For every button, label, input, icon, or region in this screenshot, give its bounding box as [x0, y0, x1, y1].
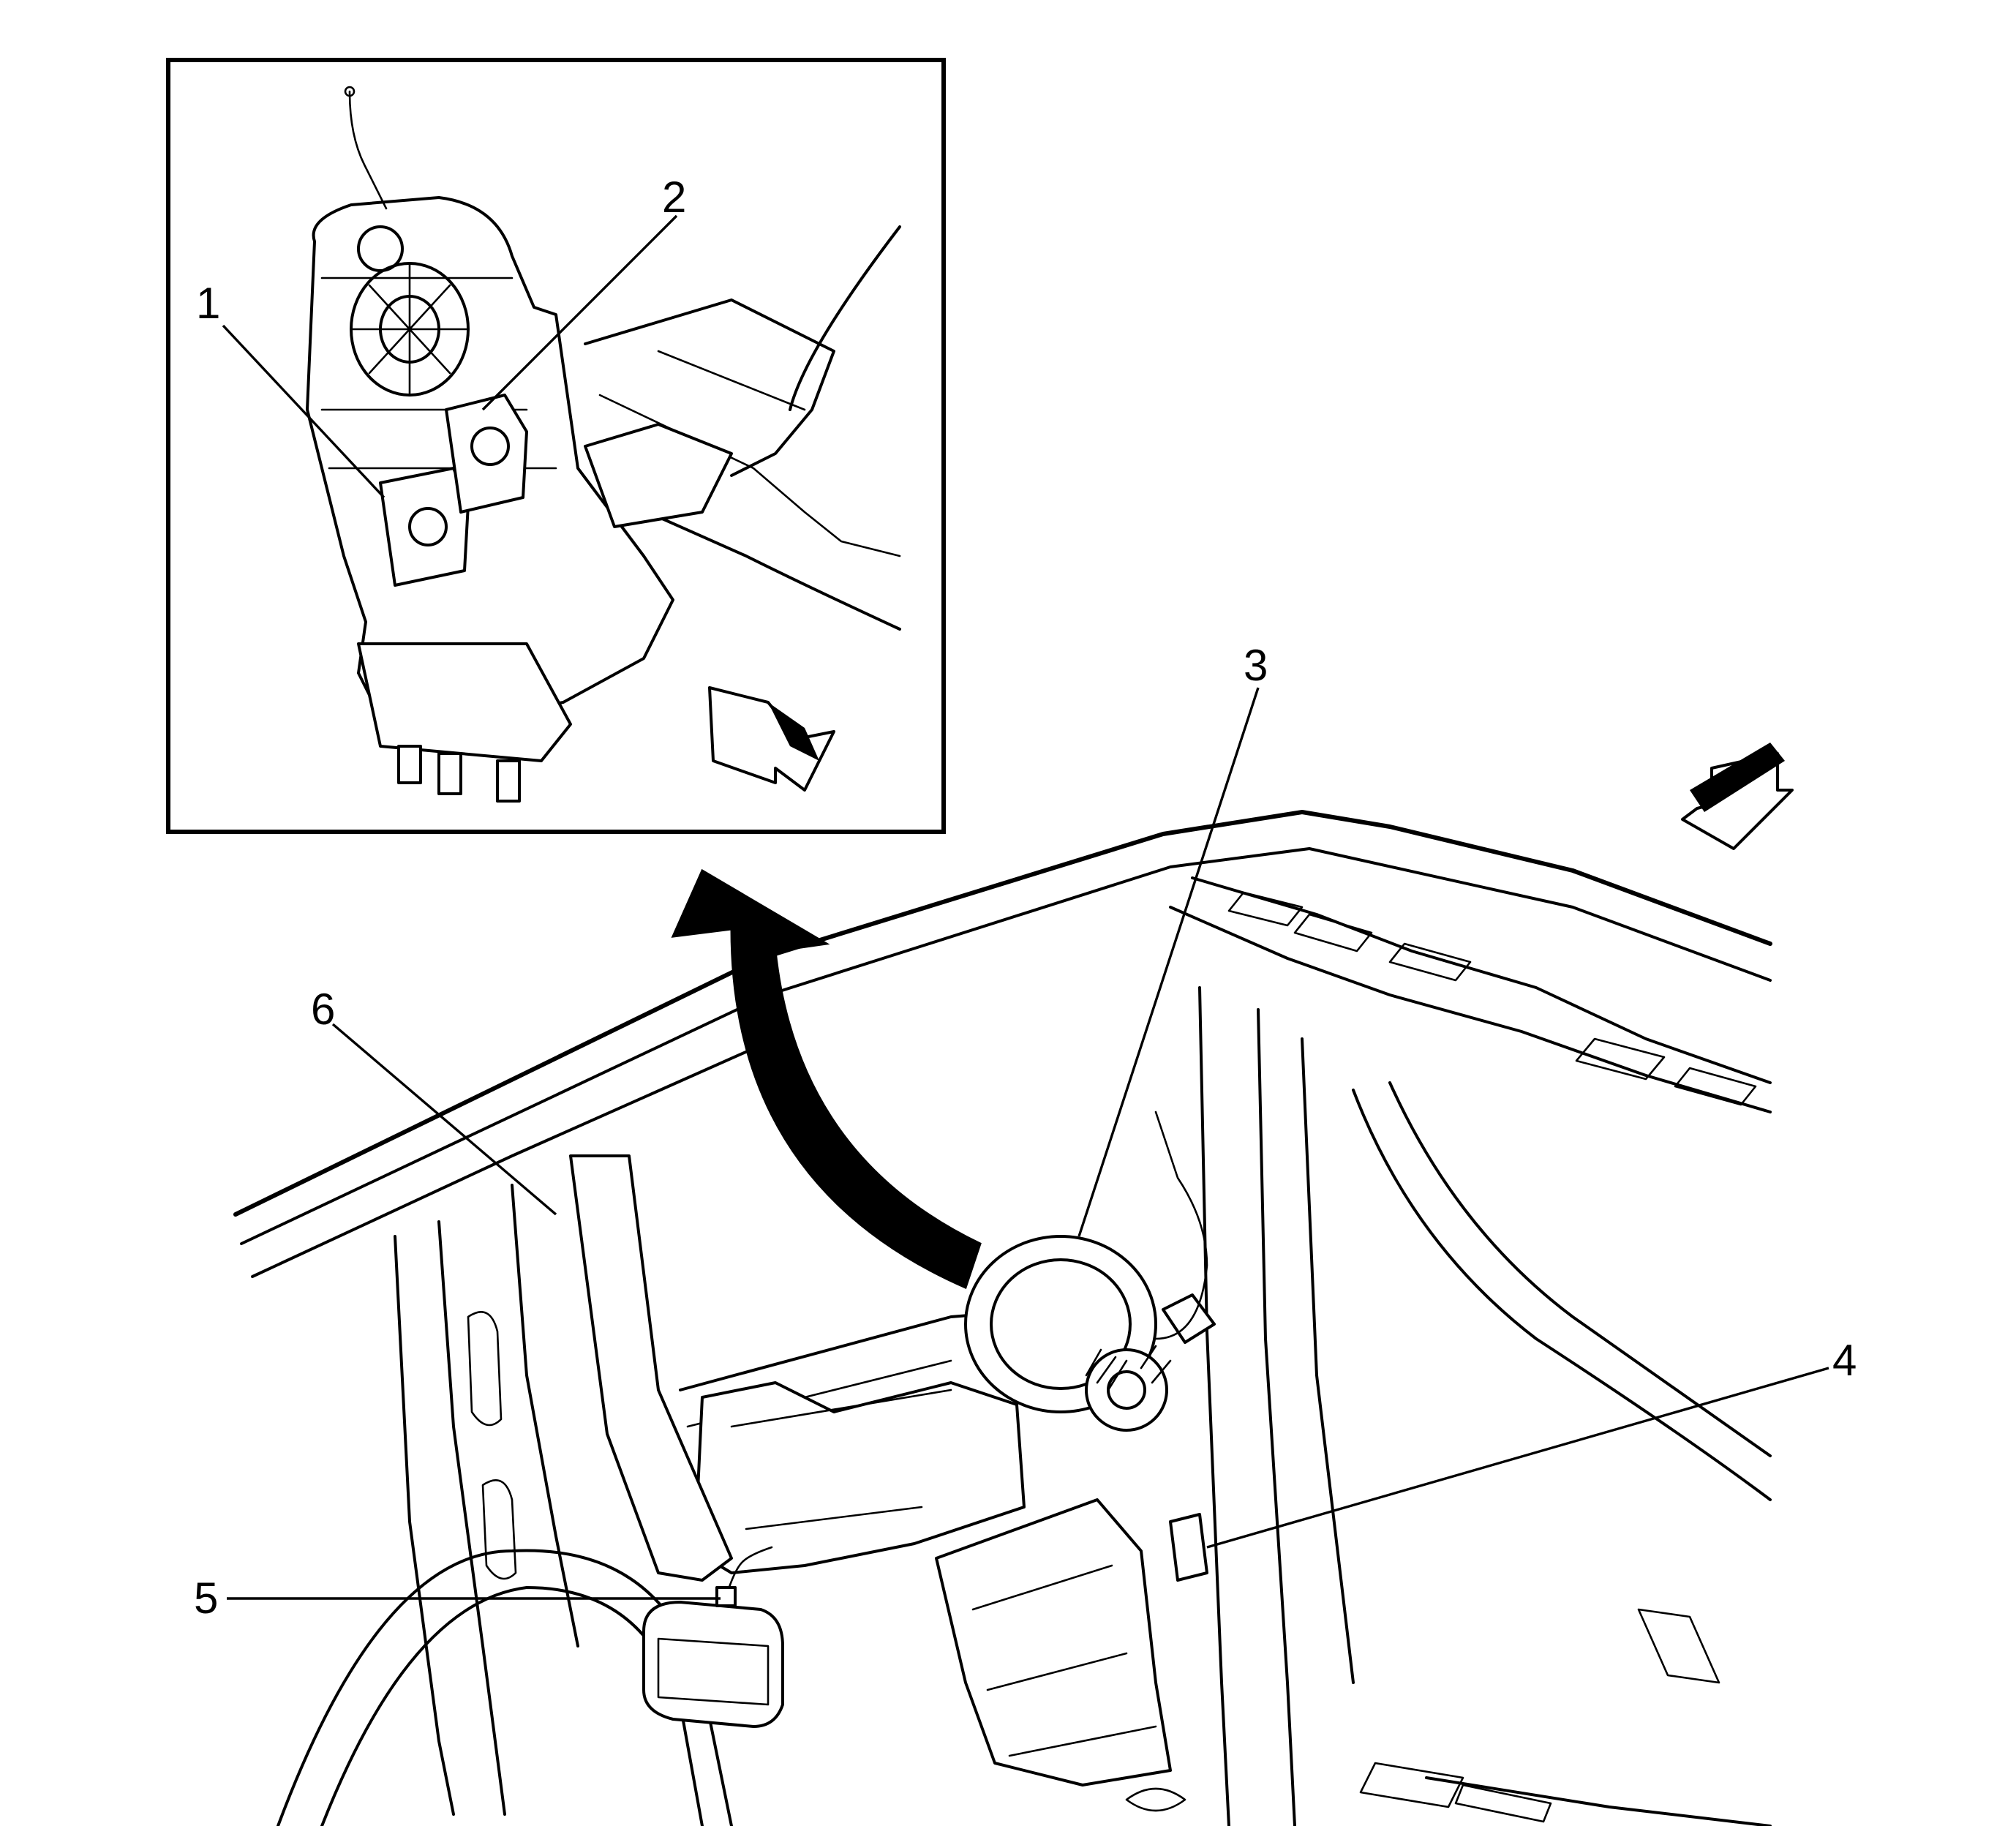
callout-5: 5 [194, 1574, 218, 1623]
callout-leader-lines [222, 214, 1829, 1600]
callout-2: 2 [662, 173, 686, 222]
vehicle-forward-arrow-icon [1681, 743, 1794, 850]
leader-4 [1206, 1367, 1829, 1549]
curved-detail-arrow-icon [671, 868, 982, 1290]
leader-2 [481, 214, 678, 411]
callout-6: 6 [311, 985, 335, 1034]
detail-inset-box [166, 58, 946, 834]
callout-numbers: 1 2 3 4 5 6 [194, 173, 1857, 1623]
vehicle-body-structure [233, 810, 1772, 1826]
callout-1: 1 [196, 279, 220, 328]
leader-1 [222, 324, 385, 499]
callout-3: 3 [1244, 641, 1268, 690]
callout-4: 4 [1832, 1336, 1857, 1385]
leader-6 [331, 1023, 557, 1216]
leader-3 [1077, 687, 1260, 1237]
